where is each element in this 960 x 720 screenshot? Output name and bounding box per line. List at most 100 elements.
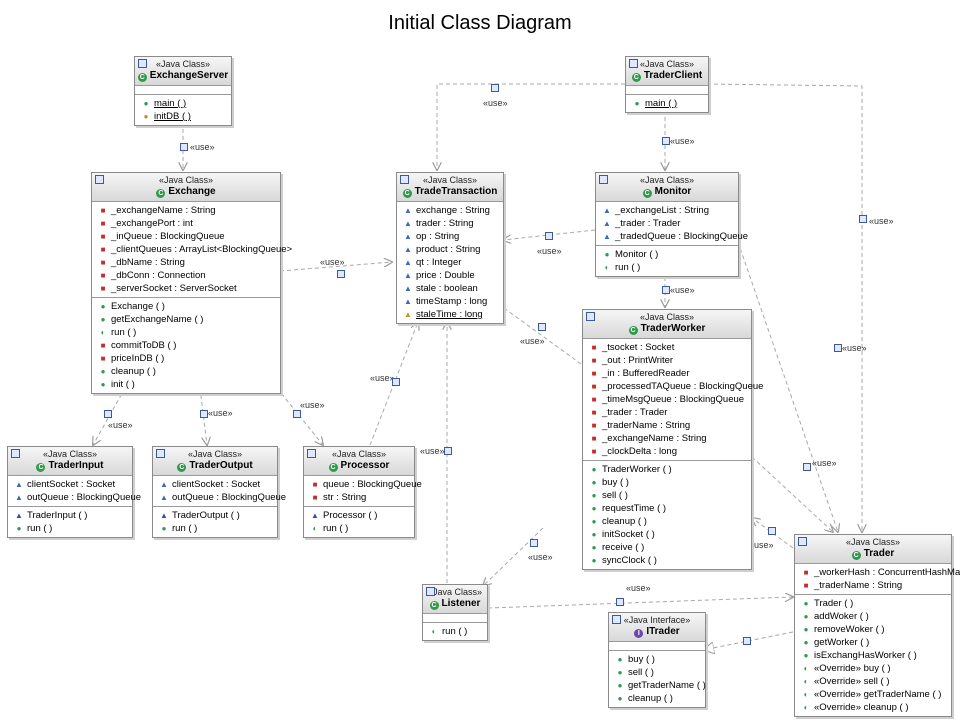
operation-row[interactable]: ◐«Override» sell ( ) xyxy=(795,675,951,688)
attribute-row[interactable]: ■_trader : Trader xyxy=(583,406,751,419)
operation-row[interactable]: ■priceInDB ( ) xyxy=(92,352,280,365)
attribute-row[interactable]: ■_clockDelta : long xyxy=(583,445,751,458)
attribute-row[interactable]: ■_traderName : String xyxy=(583,419,751,432)
stereotype-label: «Java Class» xyxy=(42,449,98,459)
attribute-row[interactable]: ■_timeMsgQueue : BlockingQueue xyxy=(583,393,751,406)
operation-row[interactable]: ●buy ( ) xyxy=(609,653,705,666)
diagram-title: Initial Class Diagram xyxy=(388,12,572,34)
operation-row[interactable]: ◐«Override» getTraderName ( ) xyxy=(795,688,951,701)
attribute-row[interactable]: ▲_tradedQueue : BlockingQueue xyxy=(603,231,749,242)
attributes-section: ▲clientSocket : Socket ▲outQueue : Block… xyxy=(8,476,142,507)
operation-row[interactable]: ●syncClock ( ) xyxy=(583,554,751,567)
attribute-row[interactable]: ▲clientSocket : Socket xyxy=(15,479,116,490)
attribute-row[interactable]: ■_traderName : String xyxy=(795,579,951,592)
attribute-row[interactable]: ▲clientSocket : Socket xyxy=(160,479,261,490)
interface-i-icon: I xyxy=(634,629,644,638)
attribute-row[interactable]: ▲timeStamp : long xyxy=(404,296,488,307)
operation-row[interactable]: ◐run ( ) xyxy=(92,326,280,339)
operation-row[interactable]: ●requestTime ( ) xyxy=(583,502,751,515)
operation-row[interactable]: ▲Processor ( ) xyxy=(311,510,378,521)
operation-row[interactable]: ●cleanup ( ) xyxy=(583,515,751,528)
private-field-icon: ■ xyxy=(312,480,318,489)
operation-row[interactable]: ●Monitor ( ) xyxy=(596,248,738,261)
operation-row[interactable]: ◐run ( ) xyxy=(423,625,487,638)
attribute-row[interactable]: ▲trader : String xyxy=(404,218,474,229)
attribute-row[interactable]: ■_dbConn : Connection xyxy=(92,269,280,282)
operation-row[interactable]: ◐run ( ) xyxy=(304,522,414,535)
attribute-row[interactable]: ▲op : String xyxy=(404,231,460,242)
operation-row[interactable]: ◐run ( ) xyxy=(596,261,738,274)
attribute-row[interactable]: ■str : String xyxy=(304,491,414,504)
attribute-row[interactable]: ■queue : BlockingQueue xyxy=(304,478,422,491)
attribute-row[interactable]: ■_dbName : String xyxy=(92,256,280,269)
attribute-row[interactable]: ■_serverSocket : ServerSocket xyxy=(92,282,280,295)
edge-marker-icon xyxy=(293,410,301,418)
operation-row[interactable]: ●run ( ) xyxy=(8,522,132,535)
operation-row[interactable]: ●Trader ( ) xyxy=(795,597,951,610)
operation-row[interactable]: ●sell ( ) xyxy=(609,666,705,679)
attribute-row[interactable]: ■_inQueue : BlockingQueue xyxy=(92,230,280,243)
attribute-row[interactable]: ▲outQueue : BlockingQueue xyxy=(160,492,287,503)
operation-row[interactable]: ▲TraderOutput ( ) xyxy=(160,510,240,521)
attribute-row[interactable]: ▲outQueue : BlockingQueue xyxy=(15,492,142,503)
attribute-row[interactable]: ▲price : Double xyxy=(404,270,475,281)
attribute-row[interactable]: ■_exchangeName : String xyxy=(92,204,280,217)
attribute-row[interactable]: ■_exchangePort : int xyxy=(92,217,280,230)
operation-row[interactable]: ●run ( ) xyxy=(153,522,277,535)
attribute-row[interactable]: ▲exchange : String xyxy=(404,205,490,216)
attributes-section xyxy=(609,642,705,651)
operation-row[interactable]: ●Exchange ( ) xyxy=(92,300,280,313)
operation-row[interactable]: ●receive ( ) xyxy=(583,541,751,554)
operation-row[interactable]: ●cleanup ( ) xyxy=(92,365,280,378)
attribute-row[interactable]: ■_exchangeName : String xyxy=(583,432,751,445)
attribute-row[interactable]: ■_clientQueues : ArrayList<BlockingQueue… xyxy=(92,243,293,256)
operation-row[interactable]: ●initSocket ( ) xyxy=(583,528,751,541)
operation-row[interactable]: ▲TraderInput ( ) xyxy=(15,510,88,521)
private-field-icon: ■ xyxy=(591,343,597,352)
override-method-icon: ◐ xyxy=(803,664,809,673)
attribute-row[interactable]: ■_processedTAQueue : BlockingQueue xyxy=(583,380,764,393)
attribute-row[interactable]: ■_out : PrintWriter xyxy=(583,354,751,367)
operations-section: ●Monitor ( ) ◐run ( ) xyxy=(596,246,738,276)
attribute-row[interactable]: ▲qt : Integer xyxy=(404,257,462,268)
attribute-row[interactable]: ■_tsocket : Socket xyxy=(583,341,751,354)
operation-row[interactable]: ■commitToDB ( ) xyxy=(92,339,280,352)
public-method-icon: ● xyxy=(100,380,106,389)
operation-row[interactable]: ●init ( ) xyxy=(92,378,280,391)
attribute-row[interactable]: ▲stale : boolean xyxy=(404,283,478,294)
operation-row[interactable]: ●getExchangeName ( ) xyxy=(92,313,280,326)
attribute-row[interactable]: ■_in : BufferedReader xyxy=(583,367,751,380)
operation-row[interactable]: ●TraderWorker ( ) xyxy=(583,463,751,476)
attribute-row[interactable]: ▲staleTime : long xyxy=(404,309,483,320)
operation-row[interactable]: ●buy ( ) xyxy=(583,476,751,489)
operation-row[interactable]: ●removeWoker ( ) xyxy=(795,623,951,636)
operation-row[interactable]: ●cleanup ( ) xyxy=(609,692,705,705)
attribute-row[interactable]: ▲_exchangeList : String xyxy=(603,205,710,216)
operation-row[interactable]: ◐«Override» cleanup ( ) xyxy=(795,701,951,714)
private-field-icon: ■ xyxy=(100,271,106,280)
operation-row[interactable]: ◐«Override» buy ( ) xyxy=(795,662,951,675)
operation-row[interactable]: ●sell ( ) xyxy=(583,489,751,502)
attribute-row[interactable]: ▲_trader : Trader xyxy=(603,218,681,229)
operation-row[interactable]: ●initDB ( ) xyxy=(135,110,231,123)
operation-row[interactable]: ●main ( ) xyxy=(135,97,231,110)
operation-row[interactable]: ●main ( ) xyxy=(626,97,708,110)
operation-row[interactable]: ●getWorker ( ) xyxy=(795,636,951,649)
operation-row[interactable]: ●isExchangHasWorker ( ) xyxy=(795,649,951,662)
operation-row[interactable]: ●getTraderName ( ) xyxy=(609,679,706,692)
attribute-row[interactable]: ▲product : String xyxy=(404,244,481,255)
operation-row[interactable]: ●addWoker ( ) xyxy=(795,610,951,623)
attribute-row[interactable]: ■_workerHash : ConcurrentHashMap xyxy=(795,566,960,579)
